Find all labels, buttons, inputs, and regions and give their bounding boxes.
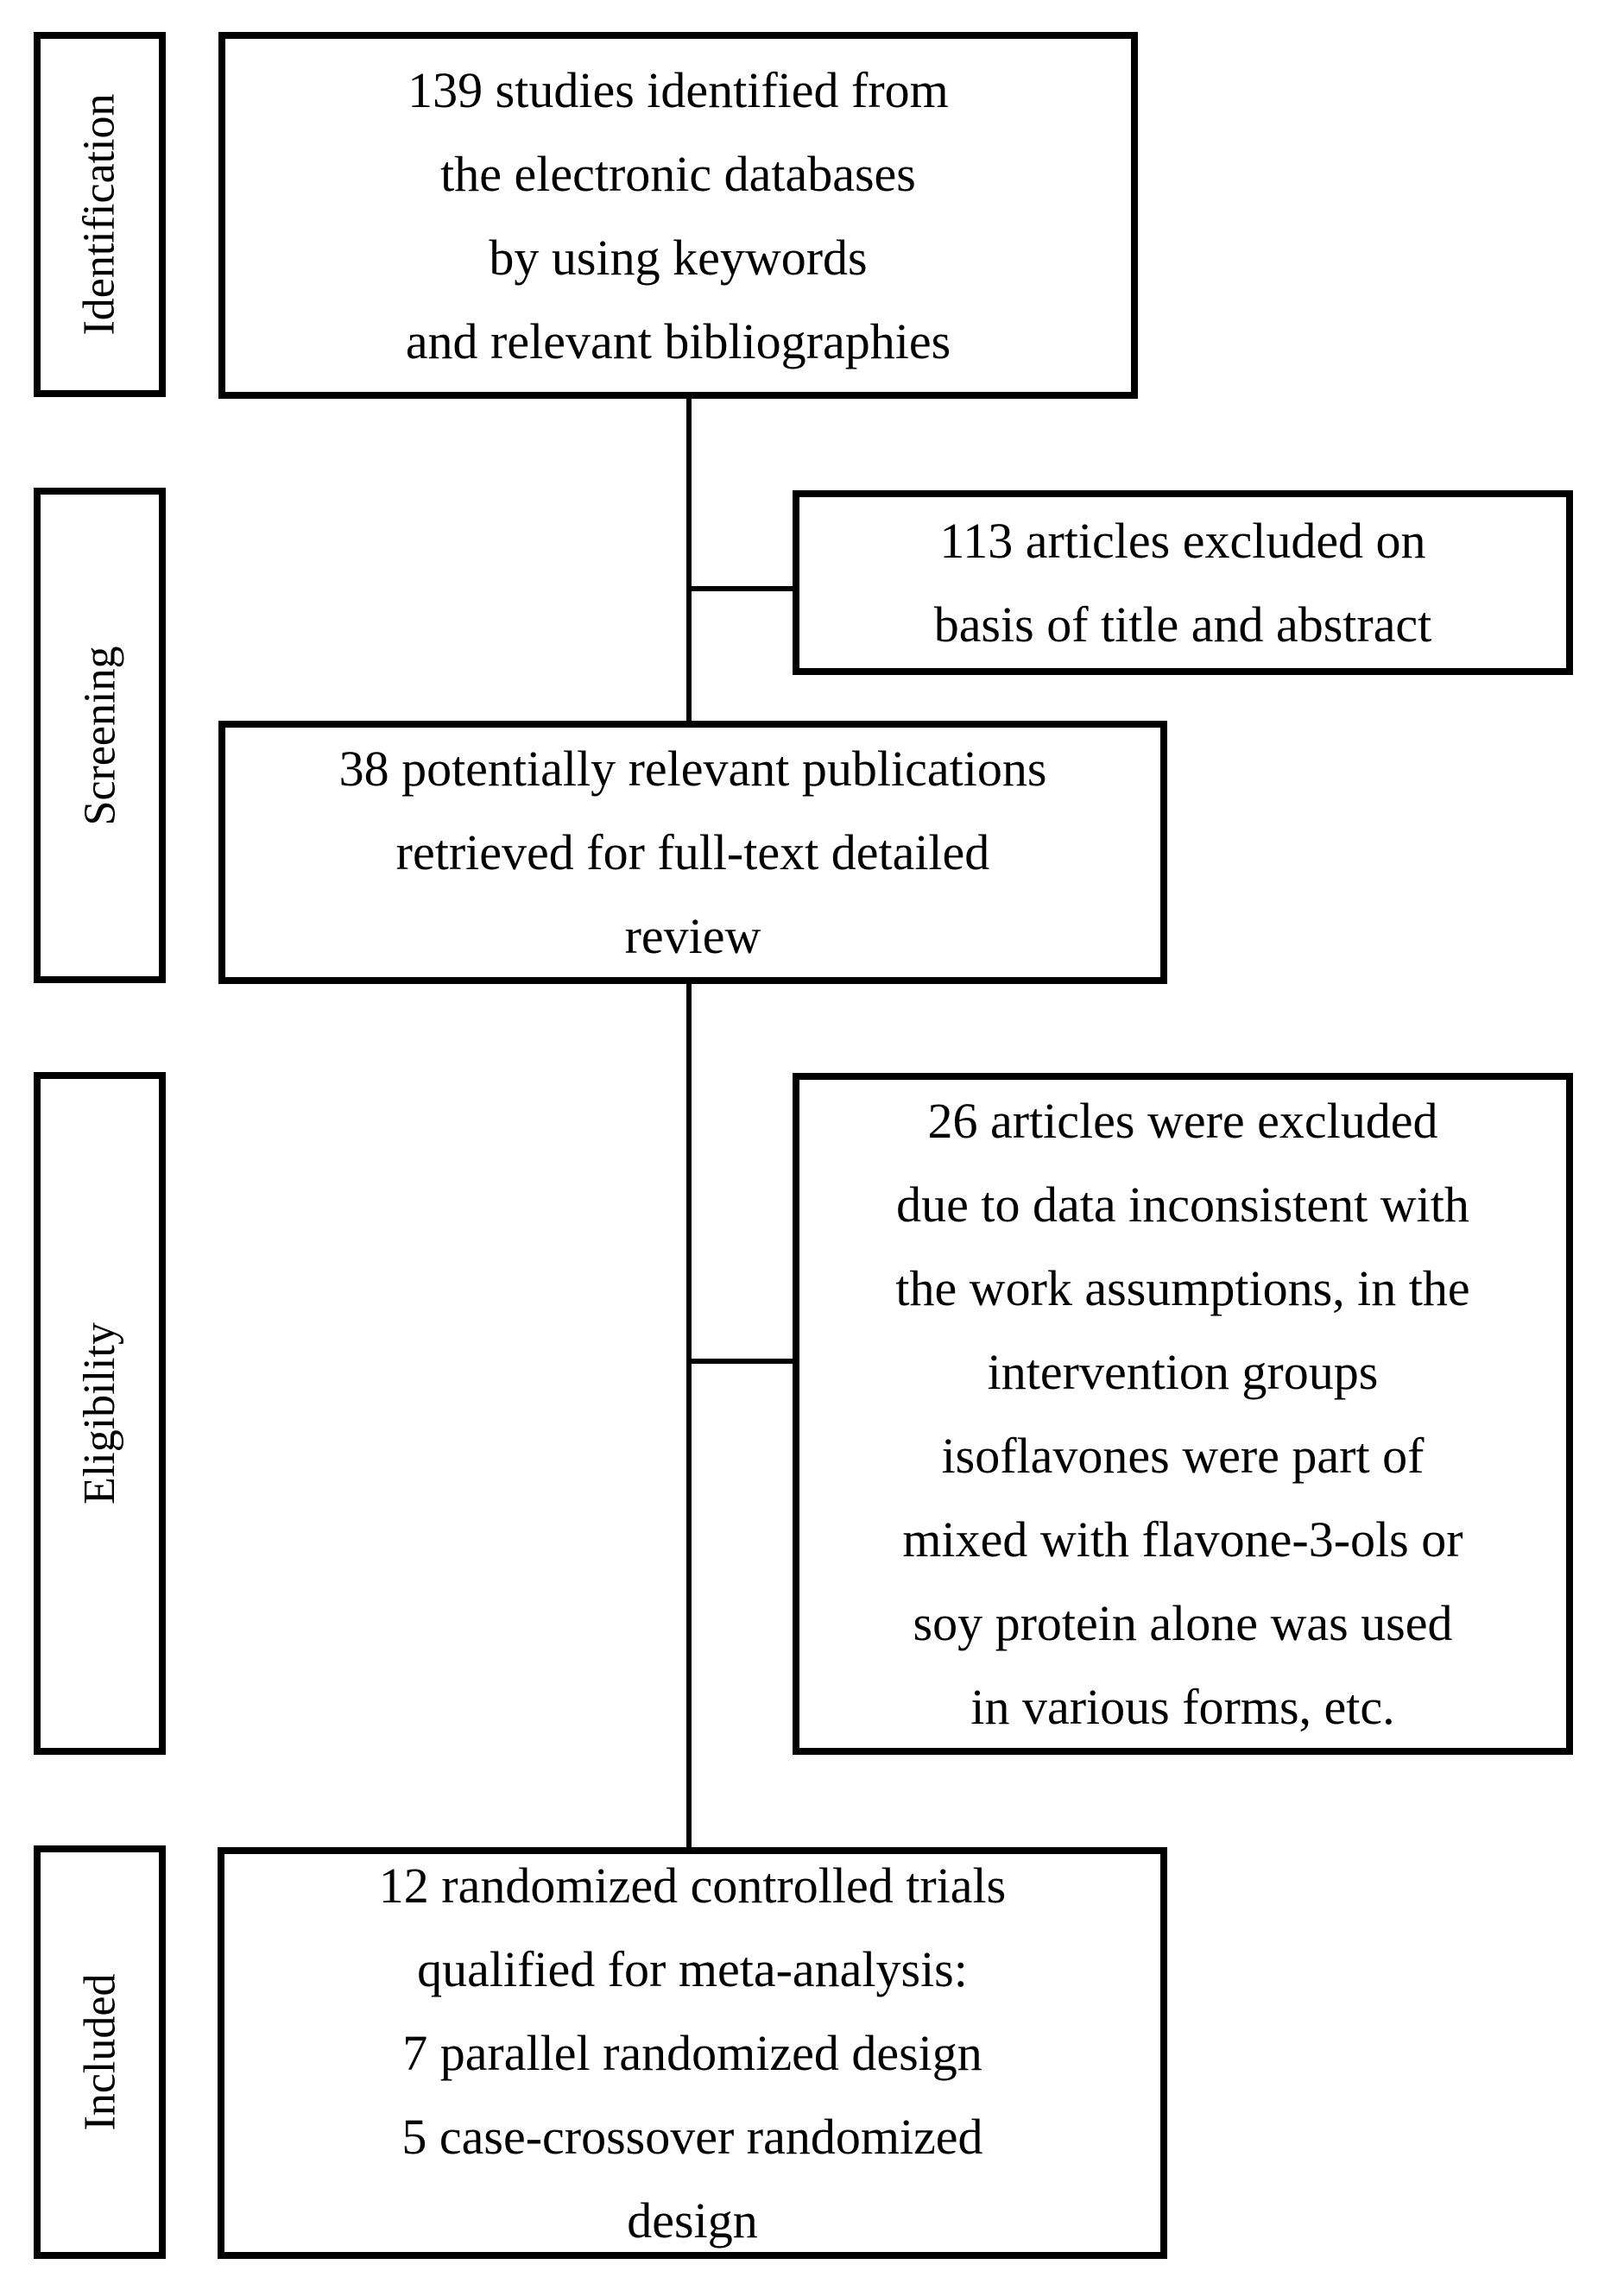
stage-label-eligibility-text: Eligibility (75, 1322, 124, 1504)
stage-label-screening-text: Screening (75, 646, 124, 825)
stage-label-eligibility: Eligibility (34, 1072, 166, 1755)
stage-label-included: Included (34, 1845, 166, 2259)
stage-label-identification-text: Identification (75, 93, 125, 336)
connector-vertical-identified-to-fulltext (686, 399, 692, 721)
stage-label-screening: Screening (34, 488, 166, 983)
connector-branch-to-excluded-fulltext (689, 1359, 793, 1364)
connector-branch-to-excluded-title-abstract (689, 586, 793, 591)
stage-label-included-text: Included (75, 1973, 124, 2131)
stage-label-identification: Identification (34, 32, 166, 397)
connector-vertical-fulltext-to-included (686, 984, 692, 1847)
